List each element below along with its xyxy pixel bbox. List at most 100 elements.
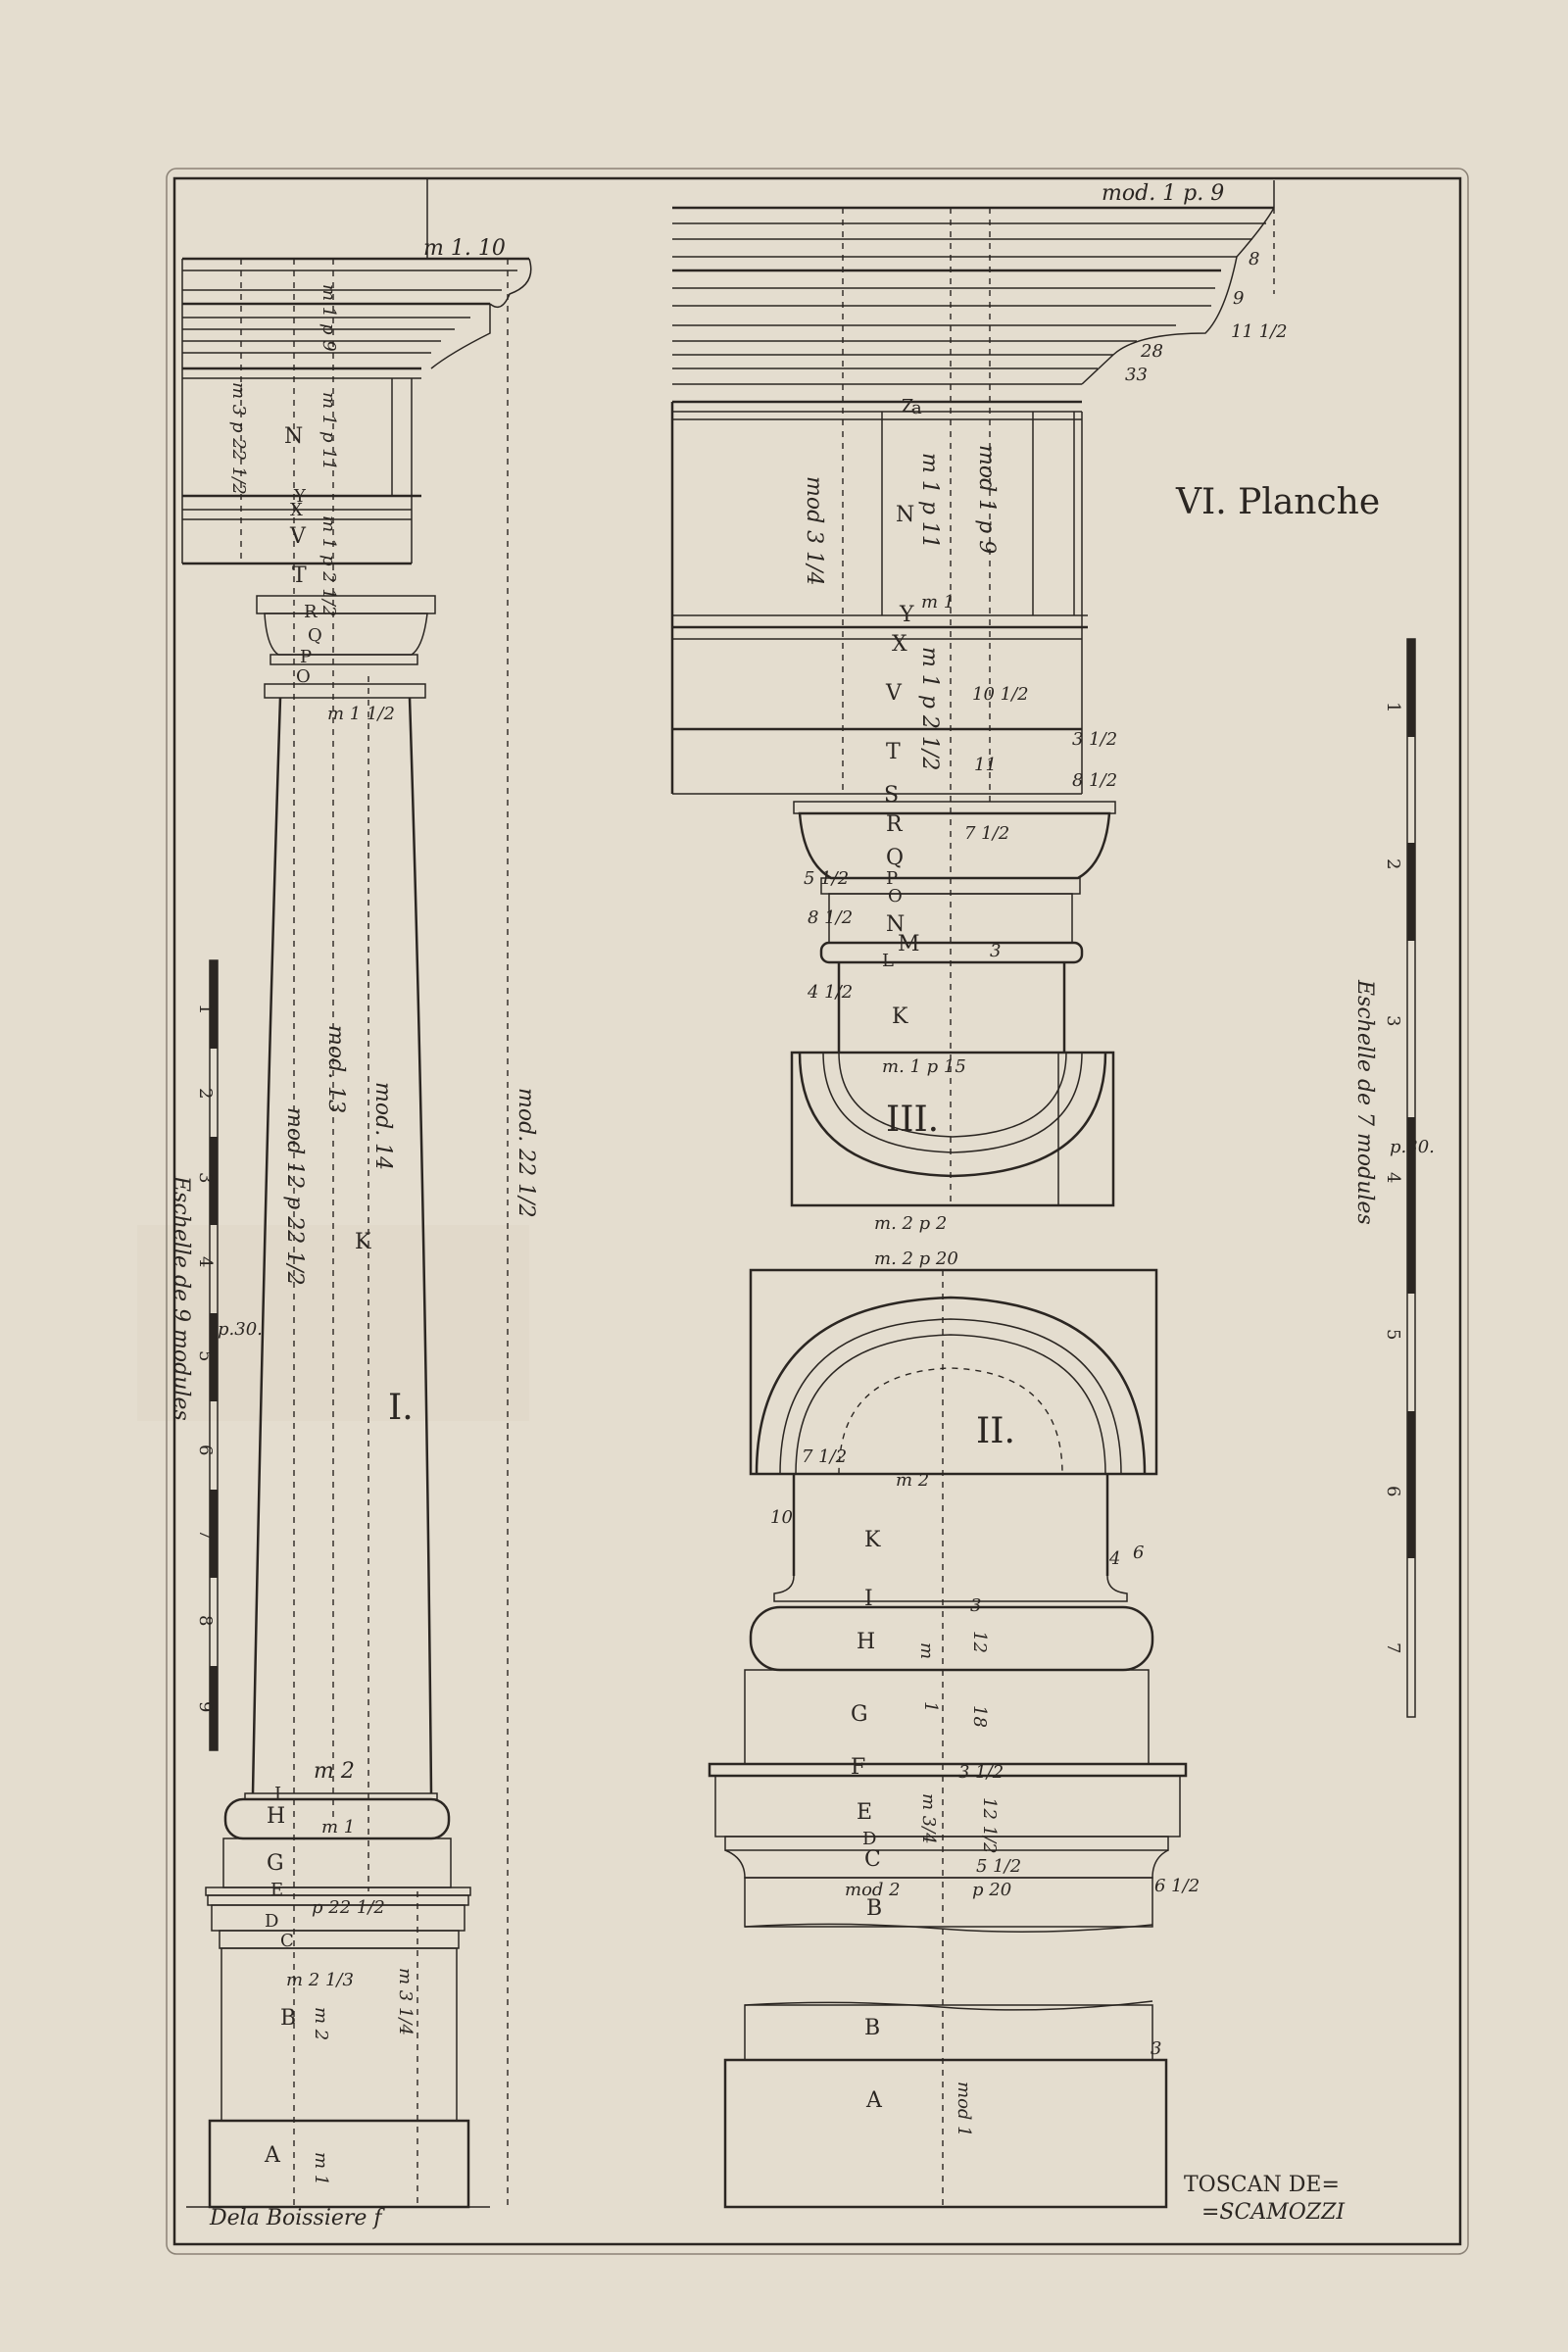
top-dim-n8: 7 1/2 — [964, 823, 1009, 844]
fig2-letter-H: H — [857, 1630, 875, 1654]
fig1-letter-B: B — [280, 2006, 296, 2031]
fig2-letter-B2: B — [864, 2016, 880, 2040]
fig1-letter-P: P — [300, 647, 312, 667]
fig2-dim-d8: m — [916, 1642, 937, 1659]
top-letter-N: N — [896, 503, 914, 527]
top-dim-n10: 8 1/2 — [808, 907, 853, 928]
svg-text:9: 9 — [195, 1701, 216, 1712]
top-letter-P: P — [886, 868, 898, 889]
top-letter-Z: Z — [902, 396, 914, 416]
scale-9-label: Eschelle de 9 modules — [169, 1175, 193, 1421]
fig1-letter-O: O — [296, 666, 311, 687]
top-dim-n9: 5 1/2 — [804, 868, 849, 889]
top-dim-n5: 11 1/2 — [1231, 321, 1288, 342]
fig3-dim-d1: m. 1 p 15 — [882, 1056, 966, 1077]
svg-text:7: 7 — [195, 1529, 216, 1540]
column-section-III — [790, 1051, 1115, 1207]
fig1-dim-base7: m 1 — [311, 2152, 331, 2185]
plate-border — [172, 176, 1462, 2246]
fig2-dim-d10: 18 — [969, 1705, 990, 1728]
fig1-letter-R: R — [304, 602, 318, 622]
top-dim-n7: 3 1/2 — [1072, 729, 1117, 750]
svg-text:1: 1 — [1383, 702, 1403, 712]
fig1-letter-G: G — [267, 1851, 284, 1876]
fig1-dim-base4: m 2 1/3 — [286, 1970, 354, 1990]
fig1-dim-total: mod. 22 1/2 — [514, 1088, 538, 1218]
svg-text:8: 8 — [195, 1615, 216, 1626]
svg-text:5: 5 — [195, 1350, 216, 1361]
top-dim-n4: 33 — [1125, 365, 1148, 385]
scale-9-ticks: 1 2 3 4 5 6 7 8 9 — [195, 1004, 216, 1712]
top-dim-mid2: mod 1 p 9 — [974, 445, 999, 554]
fig2-dim-d5: 6 — [1133, 1543, 1144, 1563]
top-letter-M: M — [898, 932, 920, 956]
fig3-dim-d3: m. 2 p 20 — [874, 1249, 958, 1269]
fig1-dim-h2: m 1 p 11 — [318, 392, 339, 470]
fig1-letter-C: C — [280, 1931, 294, 1951]
fig2-letter-E: E — [857, 1800, 872, 1825]
fig1-dim-base6: m 3 1/4 — [395, 1968, 416, 2035]
fig1-dim-base5: m 2 — [311, 2007, 331, 2040]
svg-text:2: 2 — [195, 1088, 216, 1099]
fig1-letter-V: V — [289, 524, 307, 549]
fig1-letter-X: X — [290, 500, 303, 520]
top-letter-K: K — [892, 1004, 908, 1029]
fig2-letter-F: F — [851, 1755, 865, 1780]
fig2-dim-d4: 4 — [1108, 1548, 1120, 1569]
fig2-letter-G: G — [851, 1702, 868, 1727]
fig1-dim-h4: m 1 p 2 1/2 — [318, 515, 339, 616]
fig1-letter-Y: Y — [293, 486, 307, 507]
fig2-dim-d6: 3 — [970, 1595, 981, 1616]
fig1-letter-I: I — [274, 1784, 281, 1804]
top-letter-V: V — [885, 681, 903, 706]
fig2-dim-d16: p 20 — [972, 1880, 1011, 1900]
figure-II-numeral: II. — [976, 1411, 1015, 1451]
fig1-letter-H: H — [267, 1804, 285, 1829]
fig2-dim-d17: 6 1/2 — [1154, 1876, 1200, 1896]
scale-7-modules — [1406, 638, 1416, 1718]
svg-text:1: 1 — [195, 1004, 216, 1014]
fig2-dim-d13: m 3/4 — [918, 1793, 939, 1844]
fig1-dim-shaft1: mod. 13 — [323, 1025, 348, 1113]
figure-III-numeral: III. — [886, 1100, 939, 1140]
fig1-dim-neck: m 1 1/2 — [327, 704, 395, 724]
plate-title: VI. Planche — [1175, 482, 1380, 522]
scale-7-label: Eschelle de 7 modules — [1352, 979, 1377, 1225]
fig1-dim-h1: m 1 p 9 — [318, 284, 339, 352]
svg-text:5: 5 — [1383, 1329, 1403, 1340]
svg-text:4: 4 — [1383, 1172, 1403, 1183]
top-dim-mid4: m 1 — [921, 592, 955, 612]
column-base-II — [708, 1268, 1188, 2209]
fig2-dim-d11: 3 1/2 — [958, 1762, 1004, 1783]
scale-7-p: p.30. — [1390, 1137, 1435, 1157]
top-dim-top: mod. 1 p. 9 — [1102, 181, 1224, 206]
svg-text:4: 4 — [195, 1256, 216, 1267]
figure-I-numeral: I. — [388, 1388, 414, 1428]
top-letter-Y: Y — [899, 603, 914, 627]
fig2-dim-d1: m 2 — [896, 1470, 929, 1491]
fig2-letter-K: K — [864, 1528, 881, 1552]
fig1-dim-base3: p 22 1/2 — [312, 1897, 385, 1918]
svg-text:2: 2 — [1383, 858, 1403, 869]
svg-text:3: 3 — [1383, 1015, 1403, 1026]
top-dim-mid3: m 1 p 2 1/2 — [917, 647, 942, 770]
fig1-letter-Q: Q — [308, 625, 322, 646]
fig2-letter-A: A — [865, 2088, 883, 2113]
fig1-dim-base1: m 2 — [314, 1759, 355, 1784]
entablature-detail — [670, 180, 1275, 1205]
top-dim-mid1: m 1 p 11 — [917, 453, 942, 549]
top-dim-n3: 28 — [1140, 341, 1163, 362]
top-dim-n11: 4 1/2 — [807, 982, 853, 1003]
top-dim-n14: 10 1/2 — [972, 684, 1029, 705]
caption-line-2: =SCAMOZZI — [1201, 2200, 1346, 2225]
fig1-dim-shaft3: mod 12 p 22 1/2 — [282, 1107, 307, 1286]
fig2-dim-d9: 1 — [920, 1701, 941, 1712]
fig1-letter-N: N — [284, 424, 303, 449]
top-letter-S: S — [884, 783, 899, 808]
engraver-signature: Dela Boissiere f — [209, 2206, 385, 2230]
fig2-dim-d18: 3 — [1151, 2038, 1161, 2059]
fig1-dim-base2: m 1 — [321, 1817, 355, 1838]
top-letter-a: a — [911, 398, 922, 418]
